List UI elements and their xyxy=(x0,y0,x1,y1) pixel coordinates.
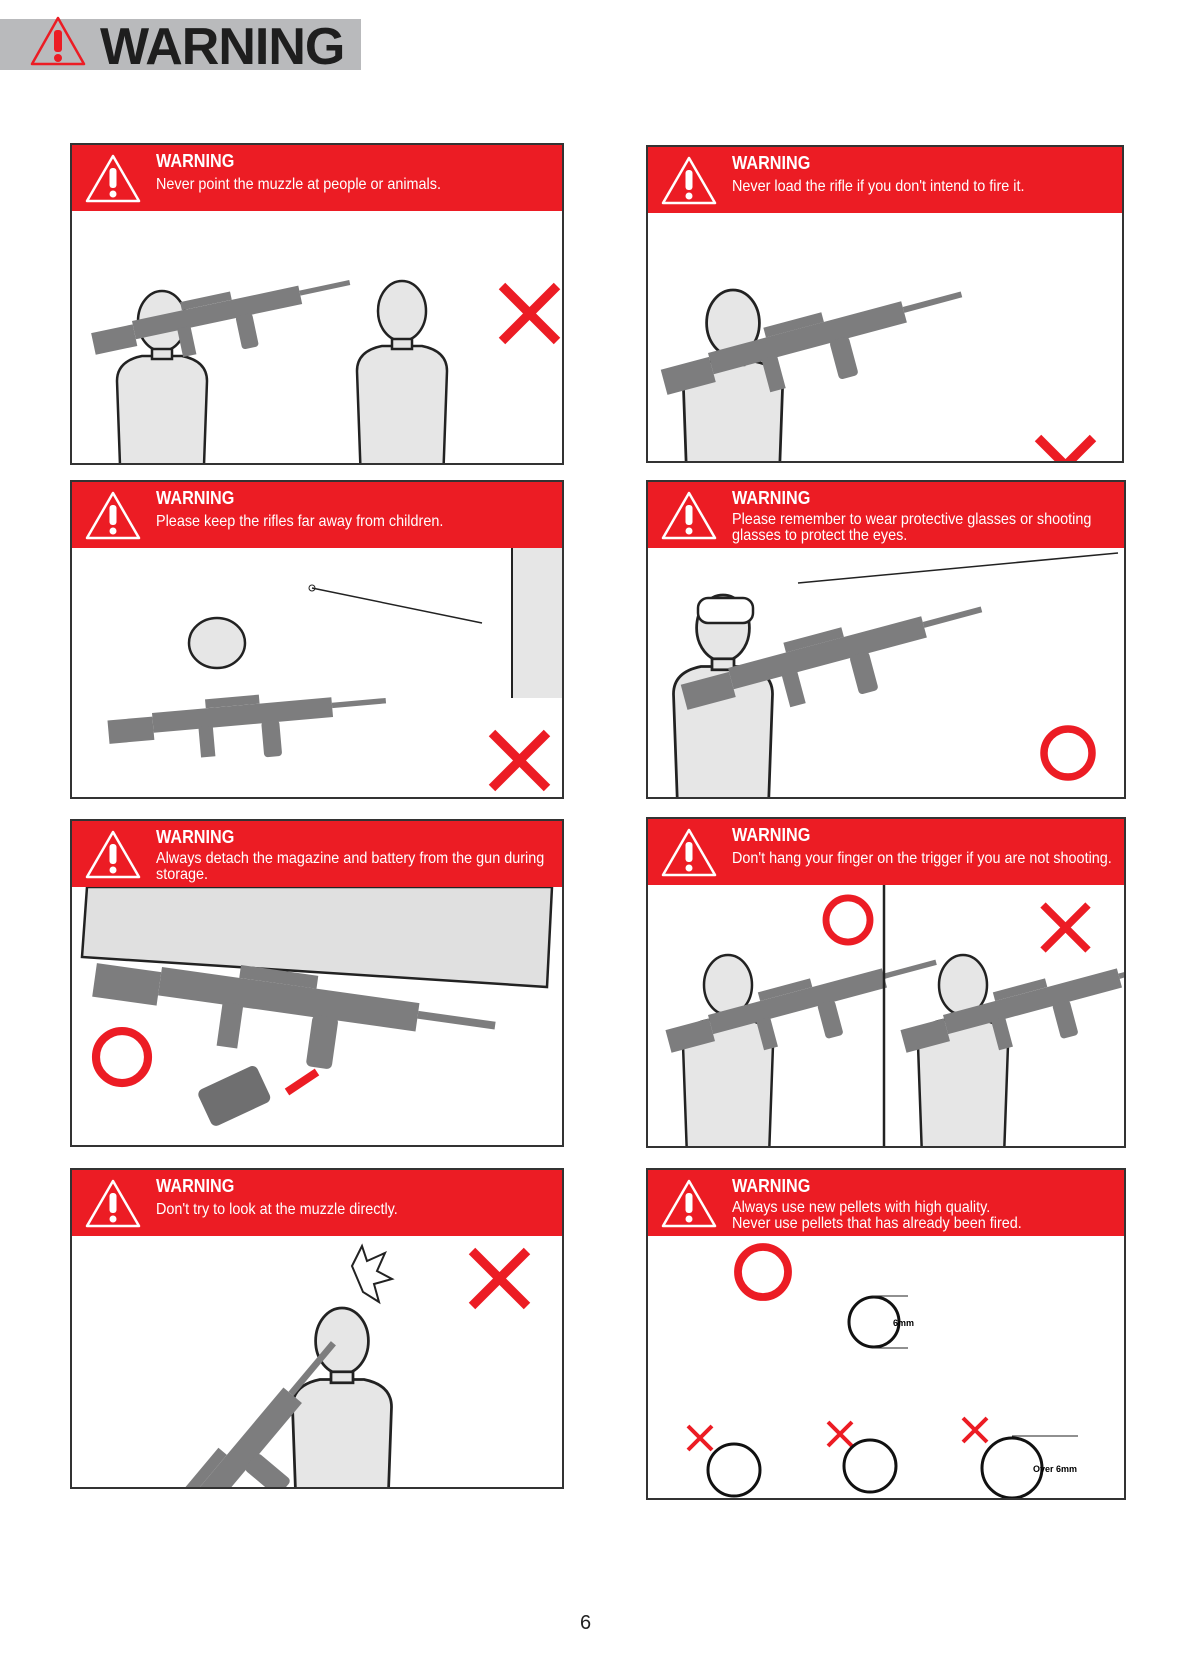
panel-illustration xyxy=(672,552,1119,797)
warning-heading: WARNING xyxy=(732,825,811,845)
warning-message-line: Don't try to look at the muzzle directly… xyxy=(156,1201,398,1218)
warning-message-line: Never point the muzzle at people or anim… xyxy=(156,176,441,193)
wrong-x-mark xyxy=(1040,902,1091,953)
warning-heading: WARNING xyxy=(156,827,235,847)
person-figure xyxy=(355,279,449,463)
warning-message-line: Please remember to wear protective glass… xyxy=(732,511,1092,528)
rifle-illustration xyxy=(142,1341,336,1487)
size-label-6mm: 6mm xyxy=(893,1318,914,1328)
warning-panel: WARNING Don't try to look at the muzzle d… xyxy=(70,1168,564,1489)
warning-message-line: Always use new pellets with high quality… xyxy=(732,1199,991,1216)
warning-message: Never load the rifle if you don't intend… xyxy=(732,179,1025,195)
warning-header: WARNING Never point the muzzle at people … xyxy=(72,145,562,211)
rifle-illustration xyxy=(660,291,963,395)
panel-illustration xyxy=(80,887,554,1126)
person-figure xyxy=(916,953,1010,1146)
warning-message-line: Don't hang your finger on the trigger if… xyxy=(732,850,1112,867)
warning-message-line: Never use pellets that has already been … xyxy=(732,1215,1022,1232)
warning-triangle-icon xyxy=(85,491,141,540)
wrong-x-mark xyxy=(498,282,561,345)
warning-header: WARNING Please keep the rifles far away f… xyxy=(72,482,562,548)
warning-message: Please keep the rifles far away from chi… xyxy=(156,514,443,530)
warning-triangle-icon xyxy=(85,1179,141,1228)
warning-header: WARNING Don't try to look at the muzzle d… xyxy=(72,1170,562,1236)
warning-heading: WARNING xyxy=(732,488,811,508)
warning-heading: WARNING xyxy=(156,1176,235,1196)
page-title: WARNING xyxy=(100,18,345,76)
warning-heading: WARNING xyxy=(732,1176,811,1196)
warning-heading: WARNING xyxy=(156,151,235,171)
warning-title-bar: WARNING xyxy=(0,16,361,76)
correct-o-mark xyxy=(734,1243,792,1301)
rifle-illustration xyxy=(680,606,983,710)
warning-message: Always detach the magazine and battery f… xyxy=(156,851,544,883)
rifle-illustration xyxy=(665,959,937,1053)
warning-panel: WARNING Always detach the magazine and ba… xyxy=(70,819,564,1147)
warning-message-line: storage. xyxy=(156,866,209,883)
warning-panel: WARNING Never load the rifle if you don't… xyxy=(646,145,1124,463)
rifle-illustration xyxy=(900,959,1124,1053)
warning-header: WARNING Don't hang your finger on the tri… xyxy=(648,819,1124,885)
warning-message-line: Never load the rifle if you don't intend… xyxy=(732,178,1025,195)
warning-panel: WARNING Please remember to wear protectiv… xyxy=(646,480,1126,799)
warning-header: WARNING Always use new pellets with high … xyxy=(648,1170,1124,1236)
wrong-x-mark xyxy=(826,1420,854,1448)
warning-message-line: glasses to protect the eyes. xyxy=(732,527,908,544)
warning-panel: WARNING Please keep the rifles far away f… xyxy=(70,480,564,799)
warning-message-line: Always detach the magazine and battery f… xyxy=(156,850,545,867)
panel-illustration xyxy=(91,279,561,463)
warning-message: Please remember to wear protective glass… xyxy=(732,512,1091,544)
warning-triangle-icon xyxy=(661,828,717,877)
rifle-illustration xyxy=(92,963,496,1069)
warning-panel: WARNING Never point the muzzle at people … xyxy=(70,143,564,465)
correct-o-mark xyxy=(1040,725,1096,781)
warning-triangle-icon xyxy=(661,156,717,205)
warning-triangle-icon xyxy=(661,1179,717,1228)
warning-panel: WARNING Don't hang your finger on the tri… xyxy=(646,817,1126,1148)
panel-illustration xyxy=(107,548,562,792)
warning-message: Don't hang your finger on the trigger if… xyxy=(732,851,1112,867)
warning-triangle-icon xyxy=(85,154,141,203)
warning-header: WARNING Always detach the magazine and ba… xyxy=(72,821,562,887)
panel-illustration xyxy=(665,885,1124,1146)
rifle-illustration xyxy=(91,280,351,358)
warning-panel: WARNING Always use new pellets with high … xyxy=(646,1168,1126,1500)
warning-header: WARNING Please remember to wear protectiv… xyxy=(648,482,1124,548)
warning-triangle-icon xyxy=(85,830,141,879)
wrong-x-mark xyxy=(1034,434,1097,461)
correct-o-mark xyxy=(822,894,874,946)
wrong-x-mark xyxy=(488,729,551,792)
warning-triangle-icon xyxy=(30,16,86,66)
panel-illustration xyxy=(142,1243,531,1487)
warning-message: Never point the muzzle at people or anim… xyxy=(156,177,441,193)
wrong-x-mark xyxy=(468,1247,531,1310)
panel-illustration xyxy=(660,288,1097,461)
warning-message: Don't try to look at the muzzle directly… xyxy=(156,1202,398,1218)
warning-message-line: Please keep the rifles far away from chi… xyxy=(156,513,444,530)
person-figure xyxy=(681,953,775,1146)
page-number: 6 xyxy=(580,1612,592,1634)
warning-triangle-icon xyxy=(661,491,717,540)
warning-heading: WARNING xyxy=(156,488,235,508)
rifle-illustration xyxy=(107,694,387,758)
wrong-x-mark xyxy=(961,1416,989,1444)
person-figure xyxy=(291,1306,393,1487)
wrong-x-mark xyxy=(686,1424,714,1452)
size-label-oversize: Over 6mm xyxy=(1033,1464,1077,1474)
correct-o-mark xyxy=(91,1026,153,1088)
warning-message: Always use new pellets with high quality… xyxy=(732,1200,1022,1232)
warning-header: WARNING Never load the rifle if you don't… xyxy=(648,147,1122,213)
warning-heading: WARNING xyxy=(732,153,811,173)
